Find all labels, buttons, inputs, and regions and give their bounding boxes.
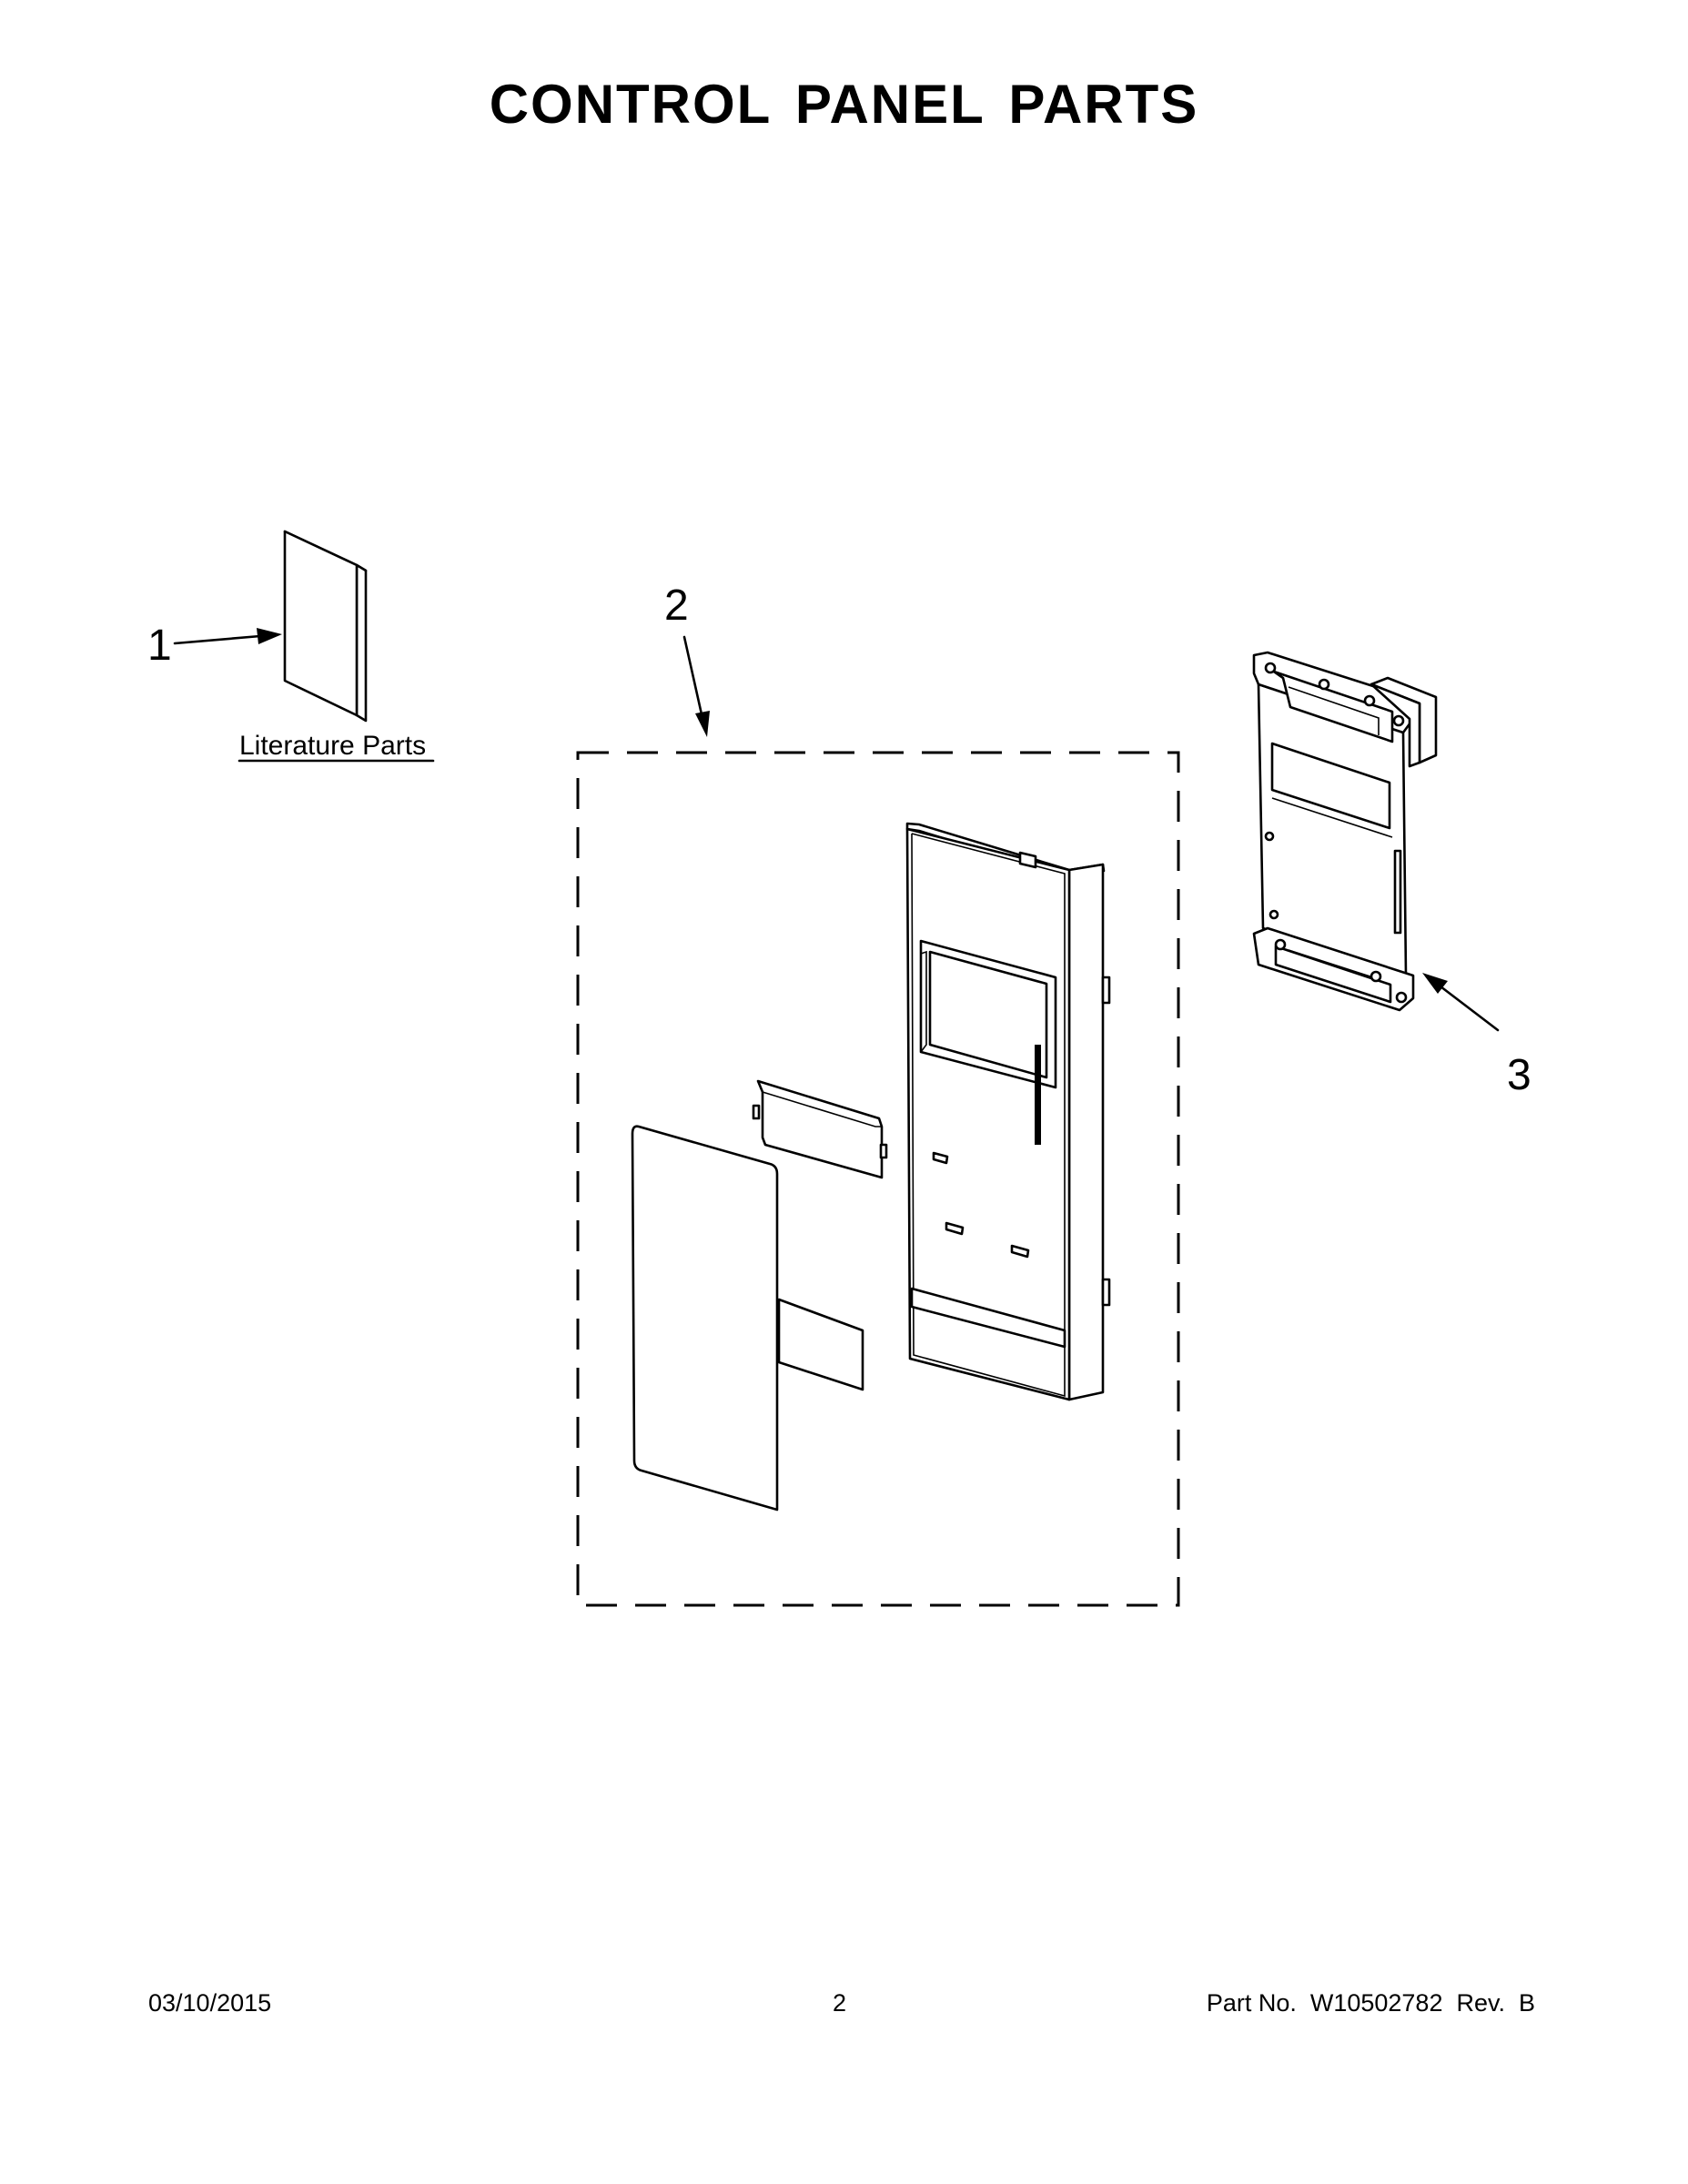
control-panel-frame-drawing <box>905 822 1111 1401</box>
membrane-overlay-drawing <box>631 1125 779 1512</box>
callout-1-label: 1 <box>147 622 172 670</box>
callout-3-leader <box>1422 973 1500 1032</box>
footer-page-number: 2 <box>833 1989 847 2017</box>
literature-booklet-drawing <box>283 530 368 723</box>
ribbon-plate-drawing <box>777 1298 864 1391</box>
footer-date: 03/10/2015 <box>148 1989 272 2017</box>
callout-2-leader <box>682 635 710 737</box>
page-title: CONTROL PANEL PARTS <box>489 74 1199 135</box>
footer-part-number: Part No. W10502782 Rev. B <box>1206 1989 1535 2017</box>
callout-3-label: 3 <box>1507 1051 1531 1099</box>
assembly-dashed-boundary <box>576 751 1180 1607</box>
callout-2-label: 2 <box>664 581 689 630</box>
mounting-bracket-drawing <box>1252 651 1438 1012</box>
callout-1-leader <box>173 628 282 645</box>
literature-parts-caption: Literature Parts <box>239 731 426 761</box>
small-bracket-drawing <box>752 1079 888 1179</box>
